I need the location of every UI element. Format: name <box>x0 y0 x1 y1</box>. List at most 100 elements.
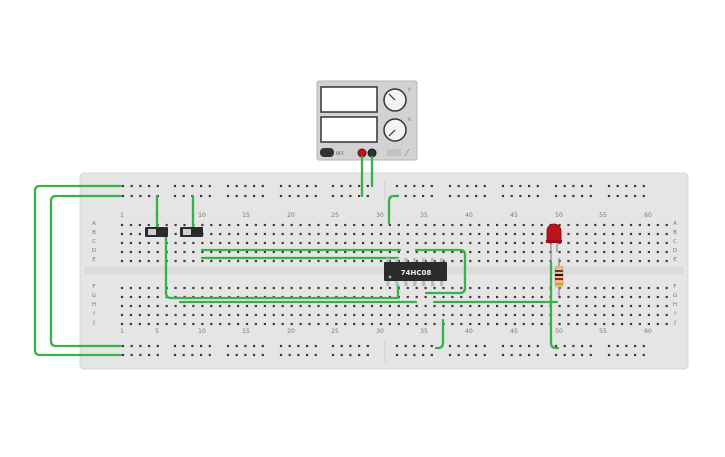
breadboard-hole[interactable] <box>299 286 302 290</box>
led[interactable] <box>546 223 562 262</box>
breadboard-hole[interactable] <box>576 295 579 299</box>
rail-hole[interactable] <box>358 184 361 188</box>
breadboard-hole[interactable] <box>469 304 472 308</box>
rail-hole[interactable] <box>261 184 264 188</box>
breadboard-hole[interactable] <box>540 295 543 299</box>
breadboard-hole[interactable] <box>647 322 650 326</box>
breadboard-hole[interactable] <box>174 250 177 254</box>
breadboard-hole[interactable] <box>165 313 168 317</box>
breadboard-hole[interactable] <box>379 223 383 227</box>
breadboard-hole[interactable] <box>638 295 641 299</box>
breadboard-hole[interactable] <box>120 286 124 290</box>
rail-hole[interactable] <box>466 353 469 357</box>
rail-hole[interactable] <box>563 344 566 348</box>
rail-hole[interactable] <box>261 353 264 357</box>
breadboard-hole[interactable] <box>603 259 606 263</box>
breadboard-hole[interactable] <box>237 232 240 236</box>
breadboard-hole[interactable] <box>496 286 499 290</box>
rail-hole[interactable] <box>314 194 317 198</box>
breadboard-hole[interactable] <box>487 313 490 317</box>
breadboard-hole[interactable] <box>308 241 311 245</box>
rail-hole[interactable] <box>642 184 645 188</box>
breadboard-hole[interactable] <box>344 322 347 326</box>
breadboard-hole[interactable] <box>424 286 427 290</box>
breadboard-hole[interactable] <box>379 313 383 317</box>
rail-hole[interactable] <box>581 184 584 188</box>
breadboard-hole[interactable] <box>272 259 275 263</box>
breadboard-hole[interactable] <box>237 259 240 263</box>
rail-hole[interactable] <box>625 353 628 357</box>
breadboard-hole[interactable] <box>513 232 516 236</box>
rail-hole[interactable] <box>182 184 185 188</box>
breadboard-hole[interactable] <box>433 295 436 299</box>
breadboard-hole[interactable] <box>460 313 463 317</box>
rail-hole[interactable] <box>208 353 211 357</box>
breadboard-hole[interactable] <box>585 313 588 317</box>
breadboard-hole[interactable] <box>612 313 615 317</box>
rail-hole[interactable] <box>634 353 637 357</box>
rail-hole[interactable] <box>466 194 469 198</box>
breadboard-hole[interactable] <box>129 232 132 236</box>
breadboard-hole[interactable] <box>406 241 409 245</box>
breadboard-hole[interactable] <box>638 259 641 263</box>
breadboard-hole[interactable] <box>621 259 624 263</box>
breadboard-hole[interactable] <box>219 322 222 326</box>
breadboard-hole[interactable] <box>513 295 516 299</box>
rail-hole[interactable] <box>366 344 369 348</box>
rail-hole[interactable] <box>616 344 619 348</box>
rail-hole[interactable] <box>483 353 486 357</box>
breadboard-hole[interactable] <box>629 223 633 227</box>
breadboard-hole[interactable] <box>165 304 168 308</box>
breadboard-hole[interactable] <box>656 232 659 236</box>
rail-hole[interactable] <box>331 194 335 198</box>
breadboard-hole[interactable] <box>344 313 347 317</box>
breadboard-hole[interactable] <box>629 295 633 299</box>
breadboard-hole[interactable] <box>228 259 231 263</box>
breadboard-hole[interactable] <box>540 232 543 236</box>
breadboard-hole[interactable] <box>147 304 150 308</box>
breadboard-hole[interactable] <box>451 322 454 326</box>
rail-hole[interactable] <box>475 353 478 357</box>
rail-hole[interactable] <box>510 184 513 188</box>
rail-hole[interactable] <box>413 184 416 188</box>
breadboard-hole[interactable] <box>585 250 588 254</box>
breadboard-hole[interactable] <box>406 304 409 308</box>
breadboard-hole[interactable] <box>174 241 177 245</box>
breadboard-hole[interactable] <box>326 223 329 227</box>
breadboard-hole[interactable] <box>496 241 499 245</box>
breadboard-hole[interactable] <box>540 259 543 263</box>
rail-hole[interactable] <box>519 344 522 348</box>
breadboard-hole[interactable] <box>576 259 579 263</box>
breadboard-hole[interactable] <box>442 232 445 236</box>
breadboard-hole[interactable] <box>585 241 588 245</box>
breadboard-hole[interactable] <box>442 241 445 245</box>
breadboard-hole[interactable] <box>388 286 391 290</box>
breadboard-hole[interactable] <box>603 322 606 326</box>
breadboard-hole[interactable] <box>647 259 650 263</box>
rail-hole[interactable] <box>130 194 133 198</box>
breadboard-hole[interactable] <box>281 241 284 245</box>
breadboard-hole[interactable] <box>326 241 329 245</box>
breadboard-hole[interactable] <box>317 259 320 263</box>
rail-hole[interactable] <box>156 353 159 357</box>
breadboard-hole[interactable] <box>263 259 266 263</box>
rail-hole[interactable] <box>430 184 433 188</box>
rail-hole[interactable] <box>331 353 335 357</box>
breadboard-hole[interactable] <box>397 241 400 245</box>
breadboard-hole[interactable] <box>621 250 624 254</box>
breadboard-hole[interactable] <box>388 259 391 263</box>
breadboard-hole[interactable] <box>558 322 561 326</box>
breadboard-hole[interactable] <box>665 241 668 245</box>
breadboard-hole[interactable] <box>487 304 490 308</box>
breadboard-hole[interactable] <box>558 223 561 227</box>
breadboard-hole[interactable] <box>254 223 257 227</box>
breadboard-hole[interactable] <box>308 250 311 254</box>
rail-hole[interactable] <box>519 194 522 198</box>
breadboard-hole[interactable] <box>362 250 365 254</box>
breadboard-hole[interactable] <box>353 322 356 326</box>
rail-hole[interactable] <box>581 194 584 198</box>
breadboard-hole[interactable] <box>665 232 668 236</box>
breadboard-hole[interactable] <box>379 286 383 290</box>
breadboard-hole[interactable] <box>415 223 418 227</box>
rail-hole[interactable] <box>288 344 291 348</box>
